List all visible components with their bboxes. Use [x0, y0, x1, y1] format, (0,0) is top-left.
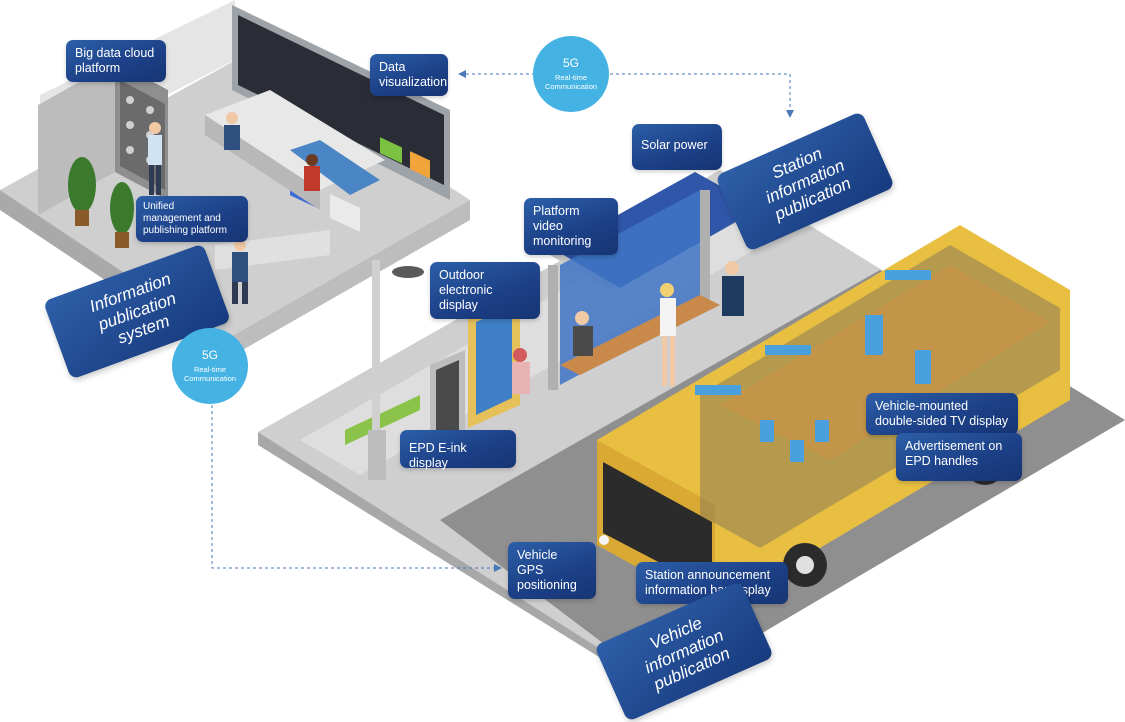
comm-lines: [211, 73, 791, 569]
label-outdoor-display: Outdoor electronic display: [430, 262, 540, 319]
operators: [148, 112, 320, 304]
comm-5g-top-subtitle: Real-time Communication: [544, 73, 598, 91]
label-solar-power: Solar power: [632, 124, 722, 170]
label-data-visualization: Data visualization: [370, 54, 448, 96]
arrow-head-down: [786, 110, 794, 118]
plants: [68, 157, 134, 248]
comm-5g-top: 5G Real-time Communication: [533, 36, 609, 112]
video-wall: [232, 5, 450, 232]
label-epd-handles: Advertisement on EPD handles: [896, 433, 1022, 481]
control-room: [0, 0, 470, 360]
comm-5g-top-title: 5G: [562, 56, 579, 70]
label-big-data-cloud: Big data cloud platform: [66, 40, 166, 82]
label-vehicle-gps: Vehicle GPS positioning: [508, 542, 596, 599]
label-epd-eink: EPD E-ink display: [400, 430, 516, 470]
label-vehicle-tv: Vehicle-mounted double-sided TV display: [866, 393, 1018, 435]
label-platform-video: Platform video monitoring: [524, 198, 618, 255]
scene-illustration: [0, 0, 1125, 698]
comm-5g-left-subtitle: Real-time Communication: [183, 365, 237, 383]
bus-shelter: [548, 172, 760, 390]
comm-5g-left-title: 5G: [201, 348, 218, 362]
label-unified-management: Unified management and publishing platfo…: [136, 196, 248, 242]
passengers: [512, 261, 744, 394]
arrow-head-left: [458, 70, 466, 78]
comm-5g-left: 5G Real-time Communication: [172, 328, 248, 404]
arrow-head-right: [494, 564, 502, 572]
server-racks: [38, 62, 168, 215]
